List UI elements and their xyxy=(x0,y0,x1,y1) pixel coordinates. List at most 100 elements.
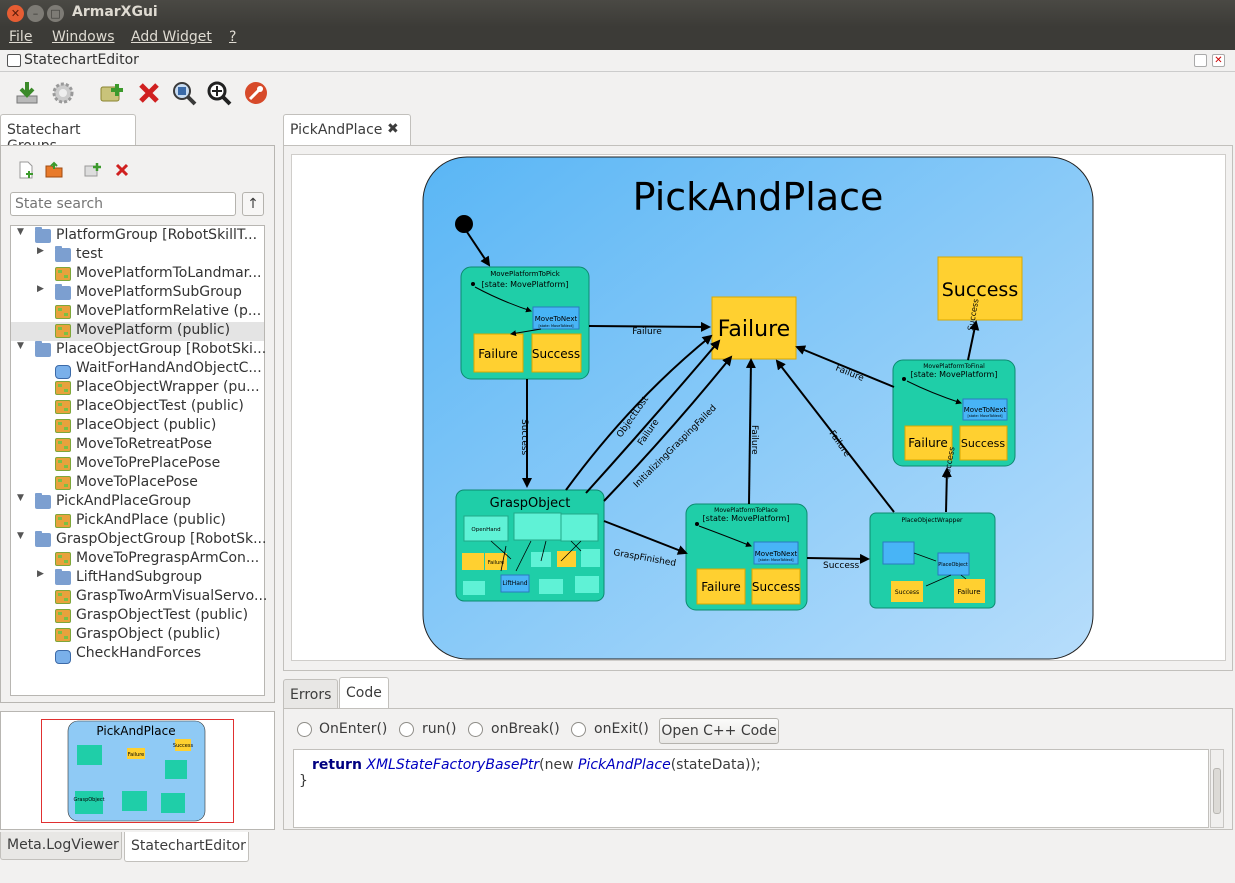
expand-arrow-icon[interactable]: ▶ xyxy=(37,569,44,579)
radio-run[interactable] xyxy=(399,722,414,737)
collapse-arrow-icon[interactable]: ▼ xyxy=(17,227,24,237)
radio-onexit[interactable] xyxy=(571,722,586,737)
tree-item[interactable]: ▼PickAndPlaceGroup xyxy=(11,493,264,512)
code-editor[interactable]: return XMLStateFactoryBasePtr(new PickAn… xyxy=(293,749,1209,828)
tree-item-label: MoveToPlacePose xyxy=(76,474,198,490)
tree-item[interactable]: ▶test xyxy=(11,246,264,265)
tab-log-viewer[interactable]: Meta.LogViewer xyxy=(0,832,122,860)
minimap-title: PickAndPlace xyxy=(96,724,175,738)
float-dock-button[interactable] xyxy=(1194,54,1207,67)
leaf-state-icon xyxy=(55,650,71,664)
maximize-window-button[interactable]: □ xyxy=(47,5,64,22)
state-move-platform-to-final[interactable]: MovePlatformToFinal [state: MovePlatform… xyxy=(892,359,1016,467)
menu-windows[interactable]: Windows xyxy=(52,29,115,45)
minimize-window-button[interactable]: – xyxy=(27,5,44,22)
minimap-success: Success xyxy=(173,743,194,749)
collapse-arrow-icon[interactable]: ▼ xyxy=(17,341,24,351)
folder-icon xyxy=(35,531,51,547)
state-grasp-object[interactable]: GraspObject OpenHand Failure LiftHand xyxy=(455,489,605,602)
statechart-canvas[interactable]: PickAndPlace MovePlatformToPick [state: … xyxy=(291,154,1226,661)
zoom-icon[interactable] xyxy=(206,80,232,106)
zoom-fit-icon[interactable] xyxy=(171,80,197,106)
tree-item[interactable]: PlaceObjectWrapper (pu... xyxy=(11,379,264,398)
tab-pickandplace[interactable]: PickAndPlace ✖ xyxy=(283,114,411,146)
mpf-inner: MoveToNext xyxy=(964,406,1007,414)
tree-item[interactable]: ▶ LiftHandSubgroup xyxy=(11,569,264,588)
state-move-platform-to-pick[interactable]: MovePlatformToPick [state: MovePlatform]… xyxy=(460,266,590,380)
download-icon[interactable] xyxy=(14,80,40,106)
tree-item[interactable]: ▶MovePlatformSubGroup xyxy=(11,284,264,303)
close-dock-button[interactable]: ✕ xyxy=(1212,54,1225,67)
tab-pickandplace-label: PickAndPlace xyxy=(290,122,383,138)
tab-errors[interactable]: Errors xyxy=(283,679,338,709)
tree-item[interactable]: MovePlatformToLandmar... xyxy=(11,265,264,284)
tree-item[interactable]: MovePlatformRelative (p... xyxy=(11,303,264,322)
tree-item[interactable]: GraspTwoArmVisualServo... xyxy=(11,588,267,607)
menu-help[interactable]: ? xyxy=(229,29,237,45)
edge-label-failure-3: Failure xyxy=(749,425,759,455)
mpplace-failure: Failure xyxy=(701,580,740,594)
code-class: PickAndPlace xyxy=(577,757,671,773)
tree-item[interactable]: ▼PlaceObjectGroup [RobotSki... xyxy=(11,341,266,360)
remove-icon[interactable] xyxy=(113,161,131,179)
collapse-arrow-icon[interactable]: ▼ xyxy=(17,493,24,503)
tree-item-label: MoveToPrePlacePose xyxy=(76,455,221,471)
tree-item[interactable]: GraspObjectTest (public) xyxy=(11,607,264,626)
state-place-object-wrapper[interactable]: PlaceObjectWrapper PlaceObject Success F… xyxy=(869,512,996,609)
tree-item[interactable]: ▼PlatformGroup [RobotSkillT... xyxy=(11,227,264,246)
tree-item[interactable]: ▼GraspObjectGroup [RobotSk... xyxy=(11,531,266,550)
collapse-arrow-icon[interactable]: ▼ xyxy=(17,531,24,541)
menu-add-widget[interactable]: Add Widget xyxy=(131,29,212,45)
tree-item[interactable]: MoveToPregraspArmCon... xyxy=(11,550,264,569)
statechart-icon xyxy=(55,324,71,338)
tree-item[interactable]: MoveToRetreatPose xyxy=(11,436,264,455)
tab-statechart-groups[interactable]: Statechart Groups xyxy=(0,114,136,154)
grasp-name: GraspObject xyxy=(490,496,571,511)
place-name: PlaceObjectWrapper xyxy=(901,517,963,524)
add-state-icon[interactable] xyxy=(99,80,125,106)
leaf-state-icon xyxy=(55,365,71,379)
tree-item[interactable]: PickAndPlace (public) xyxy=(11,512,264,531)
tree-item[interactable]: WaitForHandAndObjectC... xyxy=(11,360,264,379)
menu-file[interactable]: File xyxy=(9,29,33,45)
tree-item-label: LiftHandSubgroup xyxy=(76,569,203,585)
sort-button[interactable]: ↑ xyxy=(242,192,264,216)
tree-item[interactable]: MoveToPlacePose xyxy=(11,474,264,493)
folder-icon xyxy=(55,284,71,300)
grasp-open: OpenHand xyxy=(471,527,500,533)
success-outcome[interactable]: Success xyxy=(937,256,1023,321)
close-window-button[interactable]: ✕ xyxy=(7,5,24,22)
tree-item[interactable]: PlaceObjectTest (public) xyxy=(11,398,264,417)
tree-item[interactable]: GraspObject (public) xyxy=(11,626,264,645)
state-move-platform-to-place[interactable]: MovePlatformToPlace [state: MovePlatform… xyxy=(685,503,808,611)
open-group-icon[interactable] xyxy=(45,161,63,179)
code-scrollbar-thumb[interactable] xyxy=(1213,768,1221,814)
tree-item-label: MoveToRetreatPose xyxy=(76,436,213,452)
tree-item-label: MovePlatformToLandmar... xyxy=(76,265,262,281)
failure-outcome[interactable]: Failure xyxy=(711,296,797,360)
code-scrollbar[interactable] xyxy=(1210,749,1224,828)
state-search-input[interactable] xyxy=(10,192,236,216)
tab-statechart-editor[interactable]: StatechartEditor xyxy=(124,832,249,862)
delete-icon[interactable] xyxy=(136,80,162,106)
code-args: (stateData)); xyxy=(670,757,761,773)
connect-icon[interactable] xyxy=(243,80,269,106)
settings-icon[interactable] xyxy=(50,80,76,106)
minimap[interactable]: PickAndPlace Failure Success GraspObject xyxy=(41,719,235,824)
tree-item-label: MoveToPregraspArmCon... xyxy=(76,550,260,566)
expand-arrow-icon[interactable]: ▶ xyxy=(37,284,44,294)
tab-code[interactable]: Code xyxy=(339,677,389,709)
add-state-small-icon[interactable] xyxy=(84,161,102,179)
close-tab-icon[interactable]: ✖ xyxy=(387,121,399,137)
expand-arrow-icon[interactable]: ▶ xyxy=(37,246,44,256)
new-group-icon[interactable] xyxy=(17,161,35,179)
radio-onenter[interactable] xyxy=(297,722,312,737)
radio-onbreak[interactable] xyxy=(468,722,483,737)
tree-item[interactable]: CheckHandForces xyxy=(11,645,264,664)
tree-item[interactable]: PlaceObject (public) xyxy=(11,417,264,436)
open-cpp-code-button[interactable]: Open C++ Code xyxy=(659,718,779,744)
tree-item[interactable]: MovePlatform (public) xyxy=(11,322,264,341)
tree-item-label: PlaceObjectTest (public) xyxy=(76,398,244,414)
statechart-diagram[interactable]: PickAndPlace MovePlatformToPick [state: … xyxy=(292,155,1227,662)
tree-item[interactable]: MoveToPrePlacePose xyxy=(11,455,264,474)
